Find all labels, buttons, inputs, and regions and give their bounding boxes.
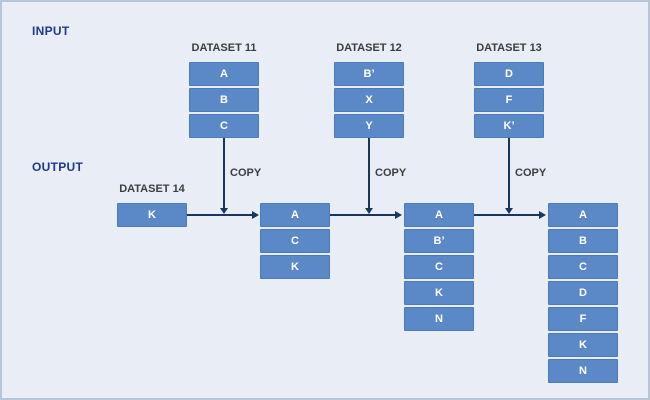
input-section-label: INPUT: [32, 24, 70, 38]
output-dataset-14: DATASET 14 K: [117, 183, 187, 227]
dataset-box: A: [404, 203, 474, 227]
dataset-box: F: [474, 88, 544, 112]
copy-arrowhead-down-icon: [505, 208, 513, 214]
dataset-box: K’: [474, 114, 544, 138]
dataset-box: Y: [334, 114, 404, 138]
dataset-box: A: [189, 62, 259, 86]
dataset-box: K: [117, 203, 187, 227]
dataset-box: N: [404, 307, 474, 331]
dataset-box: C: [404, 255, 474, 279]
copy-arrowhead-down-icon: [220, 208, 228, 214]
dataset-box: N: [548, 359, 618, 383]
copy-arrow-line-3: [508, 138, 510, 208]
copy-arrowhead-down-icon: [365, 208, 373, 214]
dataset-box: B: [548, 229, 618, 253]
flow-arrow-line-1: [187, 214, 252, 216]
copy-label-3: COPY: [515, 167, 547, 179]
dataset-box: B’: [334, 62, 404, 86]
dataset-14-boxes: K: [117, 203, 187, 227]
dataset-box: K: [260, 255, 330, 279]
dataset-11-title: DATASET 11: [191, 42, 257, 54]
copy-arrow-line-2: [368, 138, 370, 208]
flow-arrowhead-right-icon: [252, 211, 259, 219]
dataset-14-title: DATASET 14: [119, 183, 185, 195]
dataset-box: C: [260, 229, 330, 253]
dataset-box: F: [548, 307, 618, 331]
dataset-box: K: [404, 281, 474, 305]
dataset-box: B: [189, 88, 259, 112]
copy-label-2: COPY: [375, 167, 407, 179]
output-section-label: OUTPUT: [32, 160, 84, 174]
dataset-box: B’: [404, 229, 474, 253]
dataset-box: D: [548, 281, 618, 305]
dataset-box: X: [334, 88, 404, 112]
copy-arrow-line-1: [223, 138, 225, 208]
flow-arrowhead-right-icon: [539, 211, 546, 219]
dataset-box: C: [548, 255, 618, 279]
flow-arrow-line-3: [474, 214, 539, 216]
flow-arrow-line-2: [330, 214, 395, 216]
dataset-box: C: [189, 114, 259, 138]
dataset-12-title: DATASET 12: [336, 42, 402, 54]
dataset-box: A: [548, 203, 618, 227]
dataset-box: D: [474, 62, 544, 86]
copy-label-1: COPY: [230, 167, 262, 179]
flow-arrowhead-right-icon: [395, 211, 402, 219]
dataset-box: A: [260, 203, 330, 227]
dataset-13-title: DATASET 13: [476, 42, 542, 54]
dataset-box: K: [548, 333, 618, 357]
